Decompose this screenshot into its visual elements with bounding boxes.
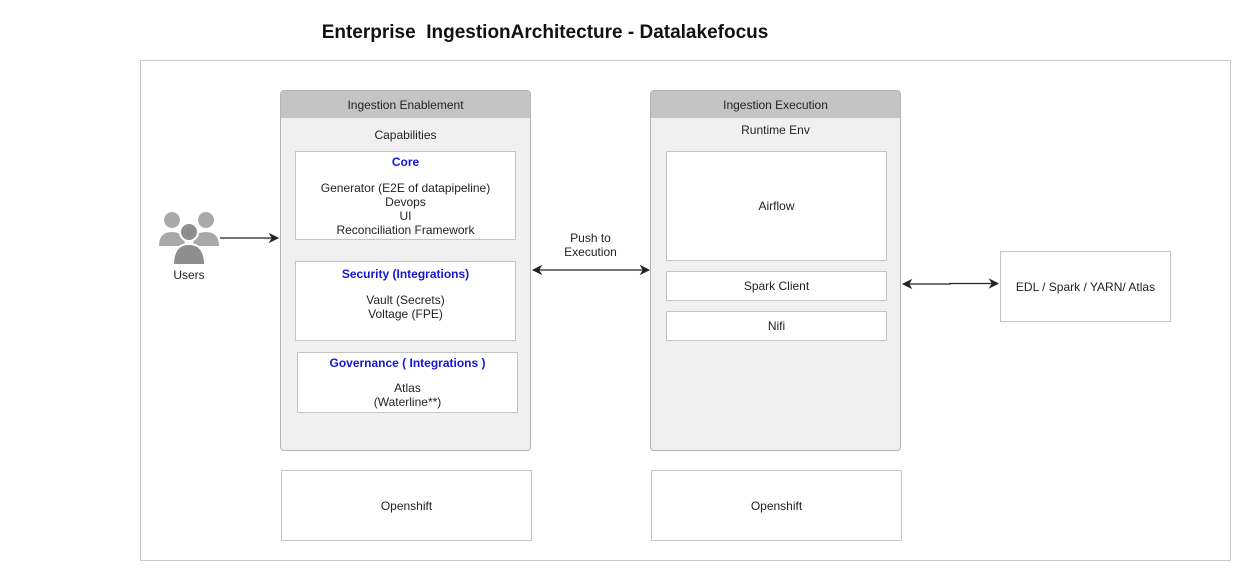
execution-edl-arrow [901,278,1000,290]
security-line: Voltage (FPE) [368,307,443,321]
enablement-subheader: Capabilities [374,128,437,142]
spark-client-label: Spark Client [743,279,810,293]
airflow-box: Airflow [666,151,887,261]
nifi-label: Nifi [767,319,786,333]
security-line: Vault (Secrets) [366,293,445,307]
diagram-frame [140,60,1231,561]
governance-title: Governance ( Integrations ) [329,356,486,370]
nifi-box: Nifi [666,311,887,341]
core-box: Core Generator (E2E of datapipeline) Dev… [295,151,516,240]
push-label-line: Push to [570,231,611,245]
governance-line: Atlas [394,381,421,395]
governance-box: Governance ( Integrations ) Atlas (Water… [297,352,518,413]
ingestion-execution-panel: Ingestion Execution Runtime Env [650,90,901,451]
security-title: Security (Integrations) [341,267,470,281]
execution-header: Ingestion Execution [651,91,900,118]
openshift-label: Openshift [380,498,433,513]
governance-line: (Waterline**) [373,395,442,409]
users-label: Users [173,268,205,282]
push-label-line: Execution [564,245,617,259]
edl-box: EDL / Spark / YARN/ Atlas [1000,251,1171,322]
openshift-label: Openshift [750,498,803,513]
core-line: Devops [385,195,426,209]
core-line: UI [399,209,412,223]
edl-label: EDL / Spark / YARN/ Atlas [1015,279,1156,294]
execution-openshift-box: Openshift [651,470,902,541]
enablement-header: Ingestion Enablement [281,91,530,118]
core-line: Generator (E2E of datapipeline) [320,181,491,195]
spark-client-box: Spark Client [666,271,887,301]
push-to-execution-label: Push to Execution [548,231,633,259]
execution-subheader: Runtime Env [741,123,810,137]
enablement-openshift-box: Openshift [281,470,532,541]
airflow-label: Airflow [758,199,795,213]
security-box: Security (Integrations) Vault (Secrets) … [295,261,516,341]
core-line: Reconciliation Framework [336,223,475,237]
core-title: Core [391,155,420,169]
users-group-icon [159,212,219,266]
diagram-title: Enterprise IngestionArchitecture - Datal… [321,22,769,43]
